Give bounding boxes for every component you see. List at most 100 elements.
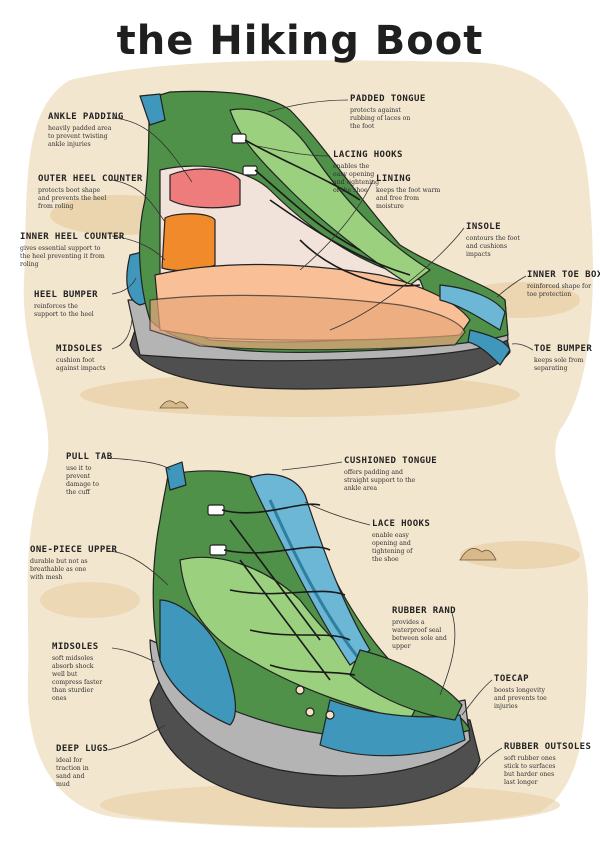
label-desc: protects boot shape and prevents the hee… xyxy=(38,187,107,210)
label-heading: TOECAP xyxy=(494,674,529,684)
label-toe-bumper: TOE BUMPER keeps sole from separating xyxy=(534,344,600,373)
leader-line xyxy=(111,647,156,663)
leader-line xyxy=(496,275,527,298)
top-lacing-hook xyxy=(242,165,258,176)
leader-line xyxy=(111,179,166,223)
top-ankle-padding xyxy=(169,168,241,209)
leader-line xyxy=(439,612,456,696)
label-desc: reinforces the support to the heel xyxy=(34,303,94,318)
leader-line xyxy=(107,724,166,751)
label-heading: MIDSOLES xyxy=(52,642,99,652)
label-desc: boosts longevity and prevents toe injuri… xyxy=(494,687,547,710)
leader-lines xyxy=(107,99,534,776)
label-desc: ideal for traction in sand and mud xyxy=(56,757,89,788)
bottom-blue-toe xyxy=(319,699,466,757)
label-lacing-hooks: LACING HOOKS enables the easy opening an… xyxy=(333,150,451,195)
label-heading: LACE HOOKS xyxy=(372,519,431,529)
label-insole: INSOLE contours the foot and cushions im… xyxy=(466,222,584,259)
label-toecap: TOECAP boosts longevity and prevents toe… xyxy=(494,674,600,711)
label-heading: LACING HOOKS xyxy=(333,150,403,160)
leader-line xyxy=(107,457,171,471)
label-padded-tongue: PADDED TONGUE protects against rubbing o… xyxy=(350,94,468,131)
bottom-eyelet xyxy=(325,710,335,720)
label-outer-heel-counter: OUTER HEEL COUNTER protects boot shape a… xyxy=(38,174,156,211)
leader-line xyxy=(471,747,503,776)
label-cushioned-tongue: CUSHIONED TONGUE offers padding and stra… xyxy=(344,456,462,493)
label-one-piece-upper: ONE-PIECE UPPER durable but not as breat… xyxy=(30,545,148,582)
leader-line xyxy=(511,343,534,351)
label-heading: INNER TOE BOX xyxy=(527,270,600,280)
leader-line xyxy=(461,679,493,716)
label-rubber-outsoles: RUBBER OUTSOLES soft rubber ones stick t… xyxy=(504,742,600,787)
label-desc: protects against rubbing of laces on the… xyxy=(350,107,411,130)
label-heading: OUTER HEEL COUNTER xyxy=(38,174,143,184)
leader-line xyxy=(281,461,343,471)
label-desc: soft rubber ones stick to surfaces but h… xyxy=(504,755,556,786)
bottom-tongue-stripe xyxy=(268,499,362,661)
label-desc: soft midsoles absorb shock well but comp… xyxy=(52,655,103,702)
label-rubber-rand: RUBBER RAND provides a waterproof seal b… xyxy=(392,606,510,651)
label-desc: contours the foot and cushions impacts xyxy=(466,235,520,258)
label-heading: LINING xyxy=(376,174,411,184)
label-heel-bumper: HEEL BUMPER reinforces the support to th… xyxy=(34,290,152,319)
leader-line xyxy=(267,99,349,113)
leader-line xyxy=(107,550,169,586)
label-heading: PADDED TONGUE xyxy=(350,94,426,104)
leader-line xyxy=(299,179,374,271)
label-desc: reinforced shape for toe protection xyxy=(527,283,592,298)
top-tongue xyxy=(229,108,431,286)
top-boot xyxy=(126,90,511,390)
top-cuff-blue xyxy=(139,93,166,126)
label-heading: DEEP LUGS xyxy=(56,744,109,754)
sand-patch xyxy=(460,541,580,569)
label-desc: provides a waterproof seal between sole … xyxy=(392,619,447,650)
leader-line xyxy=(304,501,371,526)
leader-line xyxy=(111,117,193,183)
bottom-boot xyxy=(149,461,481,809)
label-lace-hooks: LACE HOOKS enable easy opening and tight… xyxy=(372,519,490,564)
label-heading: TOE BUMPER xyxy=(534,344,593,354)
label-desc: enable easy opening and tightening of th… xyxy=(372,532,413,563)
label-heading: HEEL BUMPER xyxy=(34,290,99,300)
leader-line xyxy=(256,145,331,157)
bottom-eyelet xyxy=(295,685,305,695)
label-heading: ONE-PIECE UPPER xyxy=(30,545,118,555)
label-midsoles-top: MIDSOLES cushion foot against impacts xyxy=(56,344,174,373)
leader-line xyxy=(111,277,137,295)
label-midsoles-bottom: MIDSOLES soft midsoles absorb shock well… xyxy=(52,642,170,703)
top-laces xyxy=(244,139,421,287)
bottom-pull-tab xyxy=(165,461,187,491)
label-heading: RUBBER OUTSOLES xyxy=(504,742,592,752)
label-desc: use it to prevent damage to the cuff xyxy=(66,465,100,496)
label-desc: enables the easy opening and tightening … xyxy=(333,163,380,194)
top-inner-toe-box xyxy=(439,284,506,331)
bottom-eyelet xyxy=(305,707,315,717)
leader-line xyxy=(111,235,166,261)
top-toe-bumper xyxy=(467,329,511,366)
bottom-lace-hook xyxy=(209,544,227,556)
label-inner-heel-counter: INNER HEEL COUNTER gives essential suppo… xyxy=(20,232,138,269)
small-rock xyxy=(159,400,189,409)
bottom-blue-panel xyxy=(159,599,236,726)
label-desc: keeps sole from separating xyxy=(534,357,584,372)
leader-line xyxy=(111,319,133,350)
bottom-laces xyxy=(221,503,356,681)
leader-line xyxy=(329,227,465,331)
top-inner-heel-counter xyxy=(161,213,216,272)
label-desc: offers padding and straight support to t… xyxy=(344,469,416,492)
label-desc: durable but not as breathable as one wit… xyxy=(30,558,88,581)
label-ankle-padding: ANKLE PADDING heavily padded area to pre… xyxy=(48,112,166,149)
top-insole-lower xyxy=(149,294,466,351)
sand-patch xyxy=(40,582,140,618)
label-heading: MIDSOLES xyxy=(56,344,103,354)
label-desc: gives essential support to the heel prev… xyxy=(20,245,105,268)
label-desc: keeps the foot warm and free from moistu… xyxy=(376,187,441,210)
label-heading: ANKLE PADDING xyxy=(48,112,124,122)
label-heading: CUSHIONED TONGUE xyxy=(344,456,438,466)
label-deep-lugs: DEEP LUGS ideal for traction in sand and… xyxy=(56,744,174,789)
small-rock xyxy=(459,548,497,561)
label-lining: LINING keeps the foot warm and free from… xyxy=(376,174,494,211)
label-heading: RUBBER RAND xyxy=(392,606,457,616)
